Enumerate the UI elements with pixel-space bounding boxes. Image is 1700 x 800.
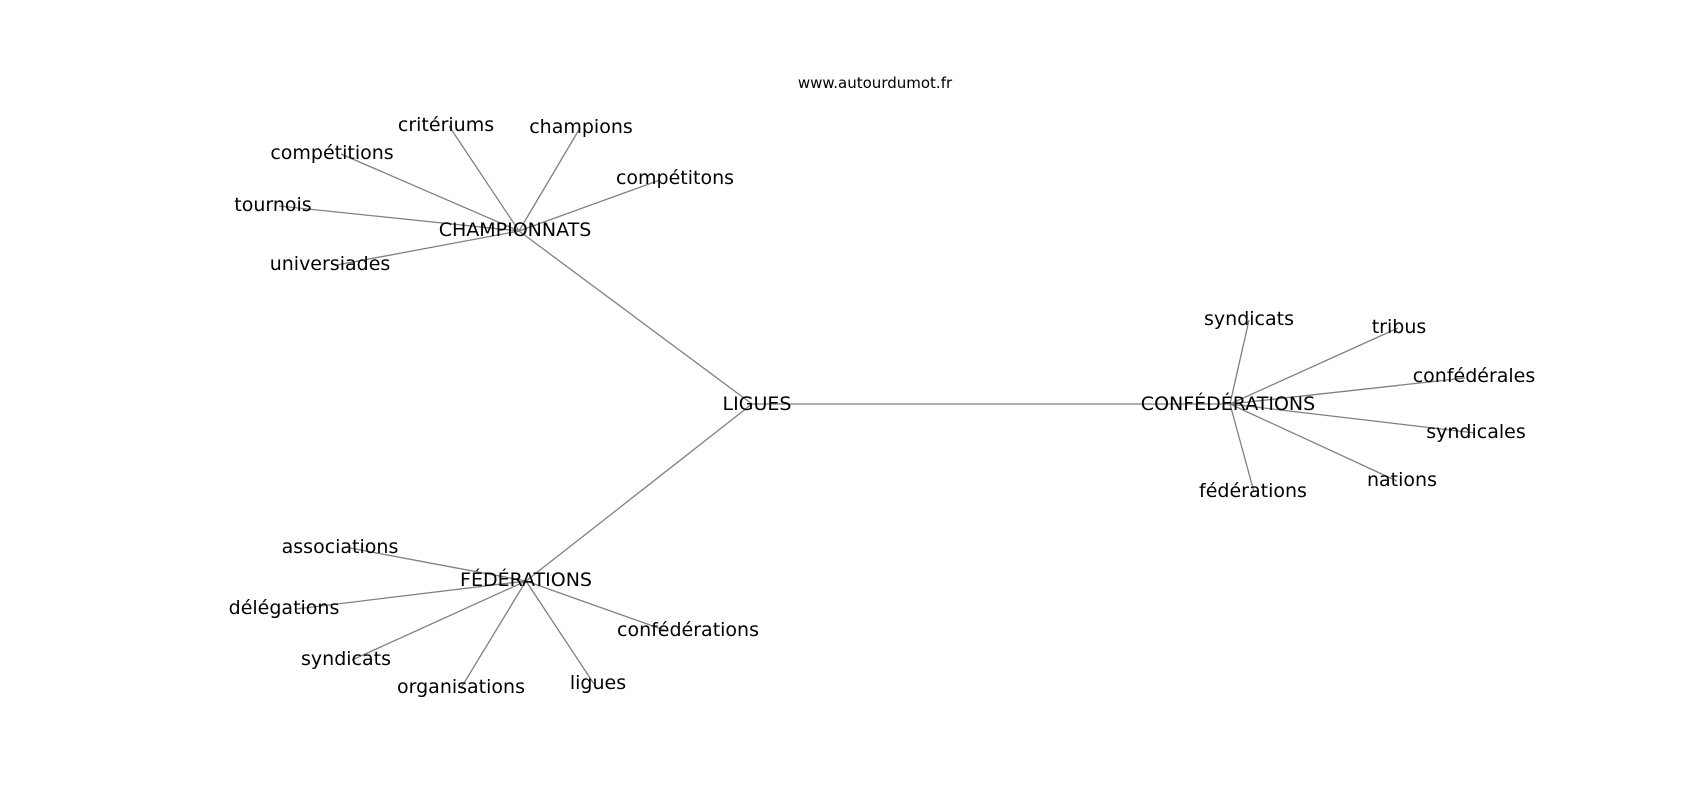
hub-leaf-edge	[448, 125, 520, 232]
hub-leaf-edge	[1229, 403, 1398, 482]
leaf-node: associations	[282, 536, 399, 558]
hub-leaf-edge	[525, 580, 668, 632]
hub-leaf-edge	[351, 580, 527, 661]
hub-leaf-edge	[340, 153, 520, 232]
leaf-node: syndicales	[1426, 421, 1525, 443]
hub-node-championnats: CHAMPIONNATS	[439, 219, 592, 241]
leaf-node: tribus	[1372, 316, 1427, 338]
hub-leaf-edge	[295, 580, 527, 610]
leaf-node: nations	[1367, 469, 1437, 491]
hub-leaf-edge	[336, 230, 520, 266]
leaf-node: organisations	[397, 676, 525, 698]
source-url: www.autourdumot.fr	[798, 74, 953, 92]
hub-node-confederations: CONFÉDÉRATIONS	[1141, 392, 1315, 415]
hub-leaf-edge	[518, 179, 661, 232]
hub-leaf-edge	[518, 127, 581, 232]
leaf-node: critériums	[398, 114, 494, 136]
center-node-ligues: LIGUES	[723, 393, 792, 415]
leaf-node: fédérations	[1199, 480, 1307, 502]
leaf-node: universiades	[270, 253, 391, 275]
hub-leaf-edge	[349, 547, 527, 582]
leaf-node: délégations	[229, 597, 340, 619]
center-hub-edge	[525, 403, 753, 582]
hub-leaf-edge	[1229, 319, 1250, 405]
hub-node-federations: FÉDÉRATIONS	[460, 568, 592, 591]
hub-leaf-edge	[278, 205, 520, 232]
hub-leaf-edge	[525, 580, 595, 685]
leaf-node: compétitons	[616, 167, 734, 189]
leaf-node: syndicats	[301, 648, 391, 670]
leaf-node: confédérales	[1413, 365, 1536, 387]
hub-leaf-edge	[1229, 327, 1399, 405]
hub-leaf-edge	[1229, 377, 1466, 405]
hub-leaf-edge	[460, 580, 527, 689]
leaf-node: confédérations	[617, 619, 759, 641]
hub-leaf-edge	[1229, 403, 1255, 493]
leaf-node: champions	[529, 116, 633, 138]
center-hub-edge	[518, 230, 753, 405]
leaf-node: syndicats	[1204, 308, 1294, 330]
leaf-node: tournois	[234, 194, 311, 216]
leaf-node: compétitions	[270, 142, 393, 164]
leaf-node: ligues	[570, 672, 626, 694]
hub-leaf-edge	[1229, 403, 1476, 434]
graph-edges	[278, 125, 1476, 689]
